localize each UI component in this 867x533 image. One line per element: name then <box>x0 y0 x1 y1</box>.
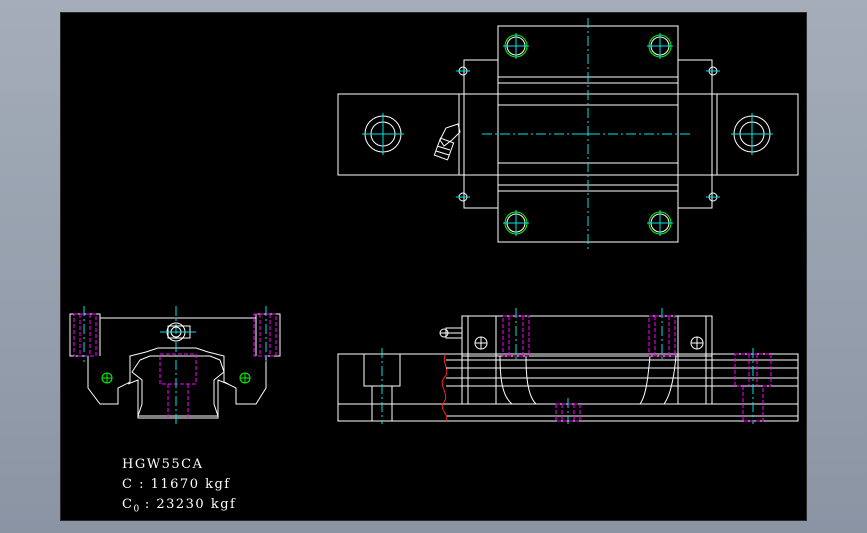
rail-bolt-hole-left <box>362 113 404 155</box>
end-view-grease-nipple-icon <box>160 322 196 342</box>
model-label: HGW55CA <box>122 457 204 472</box>
static-load-value: : 23230 kgf <box>144 497 237 512</box>
static-load-rating: C0 : 23230 kgf <box>122 495 236 520</box>
end-cap-screws <box>456 66 720 202</box>
dynamic-load-value: : 11670 kgf <box>139 477 231 492</box>
static-load-subscript: 0 <box>133 504 140 515</box>
spec-annotation: HGW55CA C : 11670 kgf C0 : 23230 kgf <box>122 455 236 520</box>
dynamic-load-prefix: C <box>122 477 134 492</box>
block-mount-holes <box>503 33 673 236</box>
cad-viewport[interactable] <box>60 12 807 521</box>
side-view-grease-nipple-icon <box>439 327 463 339</box>
dynamic-load-rating: C : 11670 kgf <box>122 475 236 495</box>
static-load-prefix: C <box>122 497 134 512</box>
grease-nipple-icon <box>433 123 461 161</box>
end-view <box>69 306 281 424</box>
side-view <box>337 308 799 424</box>
top-view <box>337 18 799 252</box>
top-view-end-cap-left <box>463 59 499 209</box>
top-view-rail <box>337 93 799 176</box>
break-line <box>441 353 448 422</box>
thread-symbol-icon <box>101 372 251 384</box>
rail-bolt-hole-right <box>731 113 773 155</box>
side-view-rail <box>337 353 799 422</box>
end-view-rail <box>131 355 225 417</box>
